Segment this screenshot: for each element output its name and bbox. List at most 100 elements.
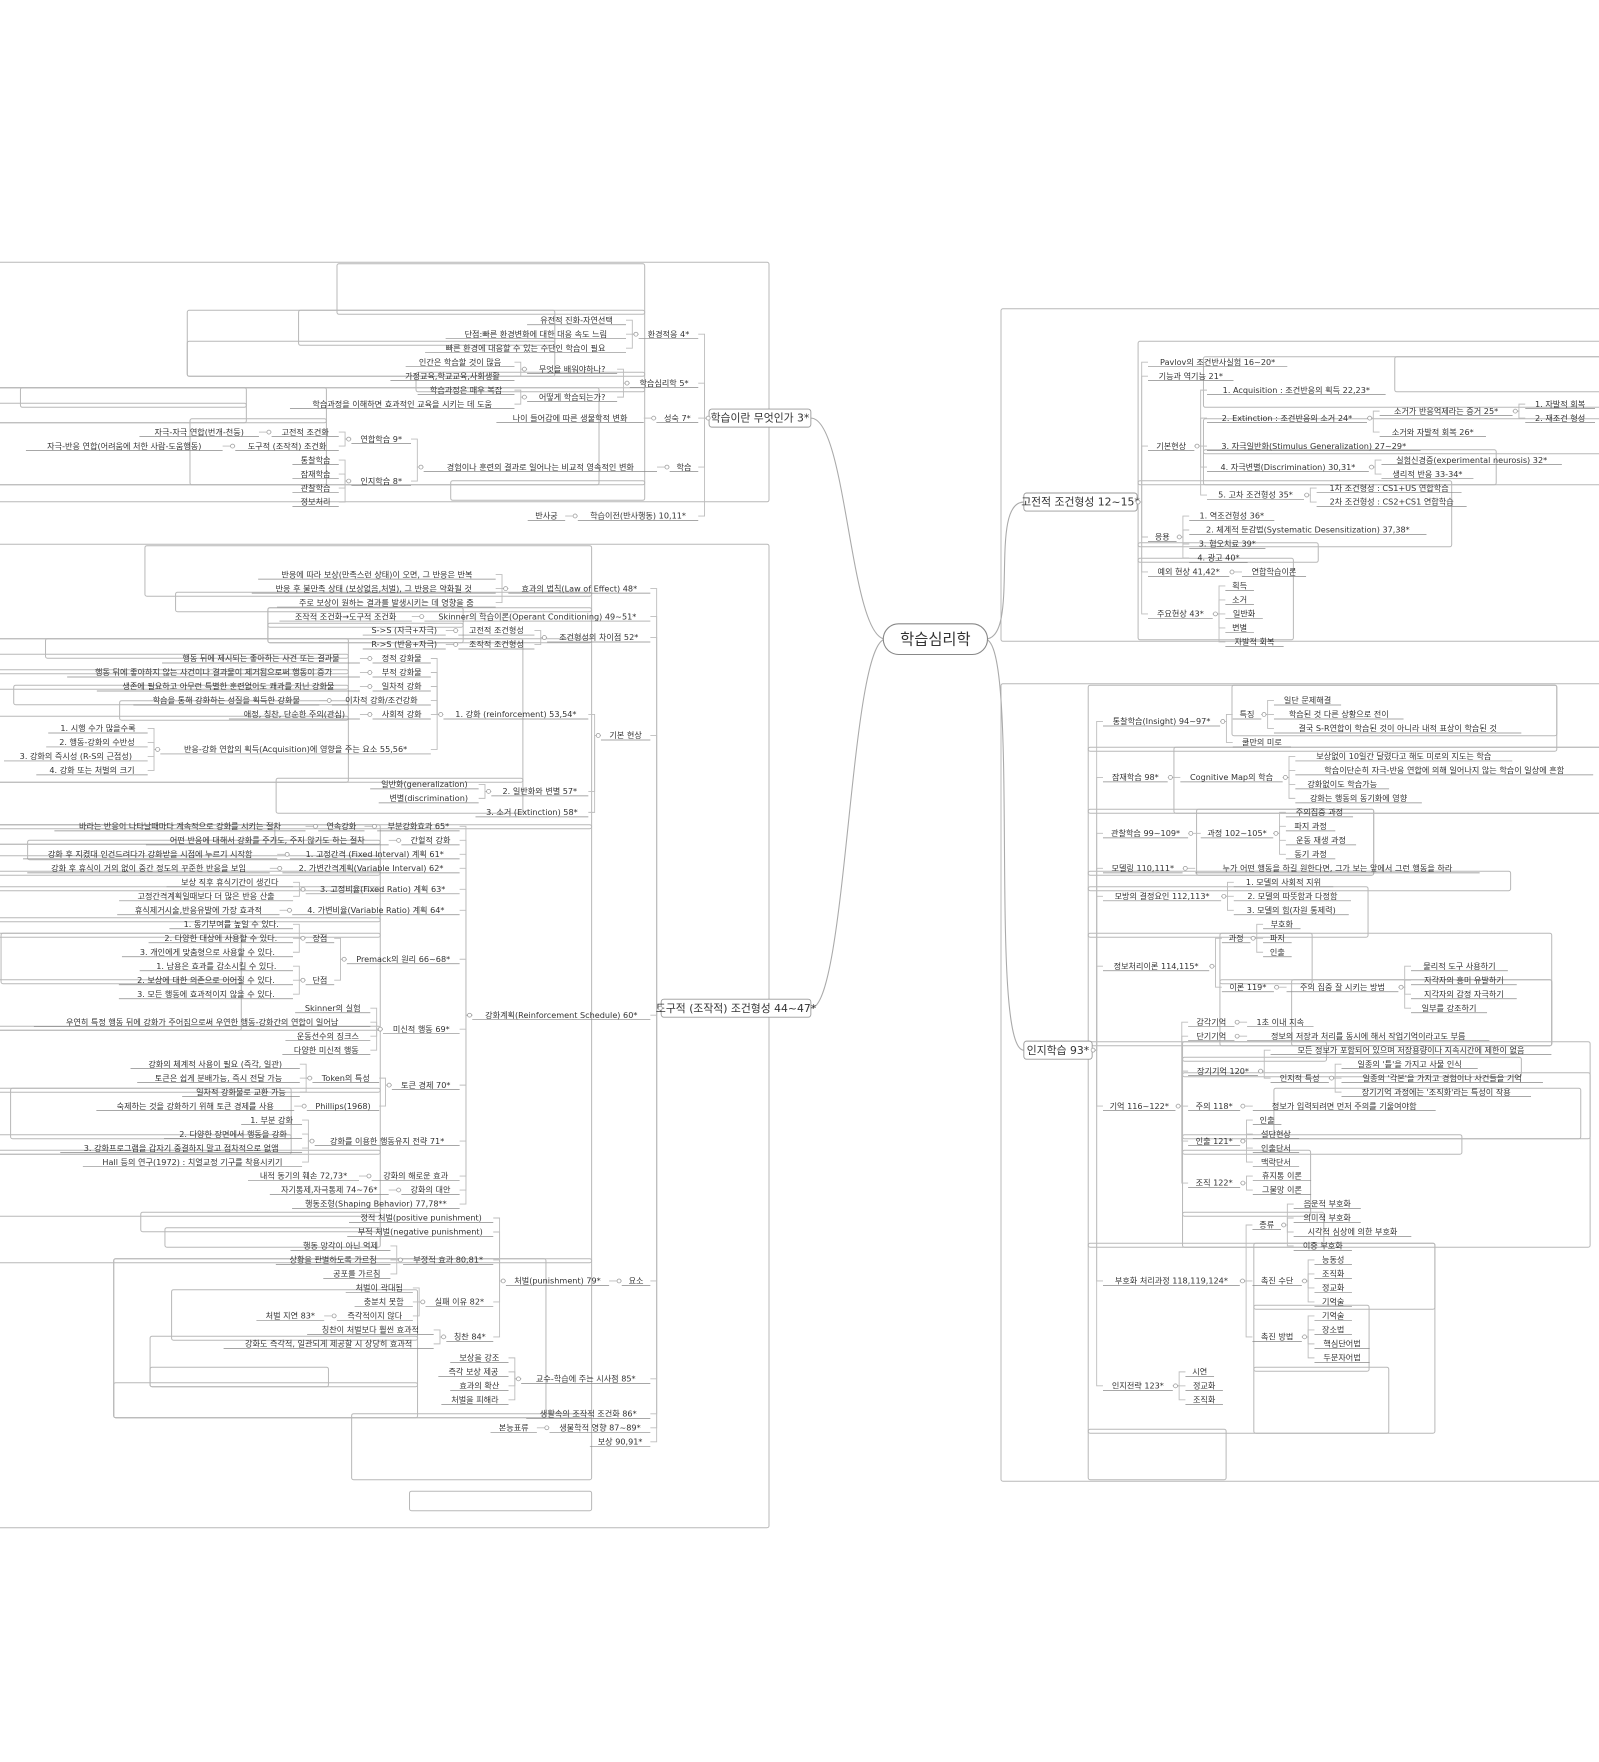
node-가정교육-학교교육-사회생활[interactable]: 가정교육,학교교육,사회생활 (390, 371, 515, 382)
node-강화의-체계적-사용이-필요-즉각-일관[interactable]: 강화의 체계적 사용이 필요 (즉각, 일관) (130, 1059, 300, 1070)
collapse-toggle-icon[interactable] (230, 443, 235, 449)
collapse-toggle-icon[interactable] (1175, 1103, 1181, 1109)
collapse-toggle-icon[interactable] (300, 977, 306, 983)
node-정보의-저장과-처리를-동시에-해서-작업기억이라고도-부름[interactable]: 정보의 저장과 처리를 동시에 해서 작업기억이라고도 부름 (1247, 1031, 1490, 1042)
node-3-자극일반화-stimulus-generalization-27-29[interactable]: 3. 자극일반화(Stimulus Generalization) 27~29* (1206, 441, 1421, 451)
collapse-toggle-icon[interactable] (313, 824, 318, 829)
node-통찰학습[interactable]: 통찰학습 (292, 455, 339, 465)
collapse-toggle-icon[interactable] (486, 789, 491, 794)
node-결국-s-r연합이-학습된-것이-아니라-내적-표상이-학습된-것[interactable]: 결국 S-R연합이 학습된 것이 아니라 내적 표상이 학습된 것 (1273, 723, 1522, 734)
collapse-toggle-icon[interactable] (1512, 408, 1518, 414)
node-3-혐오치료-39[interactable]: 3. 혐오치료 39* (1189, 539, 1266, 549)
node-s-s-자극-자극[interactable]: S->S (자극+자극) (362, 625, 446, 636)
node-인출-121[interactable]: 인출 121* (1188, 1136, 1246, 1146)
node-일반화[interactable]: 일반화 (1225, 609, 1263, 619)
collapse-toggle-icon[interactable] (300, 935, 306, 941)
collapse-toggle-icon[interactable] (309, 1138, 315, 1144)
node-hall-등의-연구-1972-치열교정-기구를-착용시키기[interactable]: Hall 등의 연구(1972) : 치열교정 기구를 착용시키기 (82, 1157, 303, 1167)
node-학습심리학-5[interactable]: 학습심리학 5* (624, 378, 699, 389)
node-처벌-punishment-79[interactable]: 처벌(punishment) 79* (500, 1276, 610, 1286)
node-강화없이도-학습가능[interactable]: 강화없이도 학습가능 (1295, 779, 1390, 790)
node-부호화[interactable]: 부호화 (1263, 919, 1301, 930)
node-2차-조건형성-cs2-cs1-연합학습[interactable]: 2차 조건형성 : CS2+CS1 연합학습 (1316, 497, 1467, 507)
node-2-행동-강화의-수반성[interactable]: 2. 행동-강화의 수반성 (46, 737, 148, 748)
node-정보처리이론-114-115[interactable]: 정보처리이론 114,115* (1102, 961, 1215, 972)
node-시연[interactable]: 시연 (1185, 1367, 1215, 1377)
node-빠른-환경에-대응할-수-있는-수단인-학습이-필요[interactable]: 빠른 환경에 대응할 수 있는 수단인 학습이 필요 (425, 343, 627, 354)
node-부분강화효과-65[interactable]: 부분강화효과 65* (372, 821, 460, 832)
node-관찰학습-99-109[interactable]: 관찰학습 99~109* (1102, 828, 1194, 839)
node-정적-처벌-positive-punishment[interactable]: 정적 처벌(positive punishment) (349, 1213, 494, 1223)
node-token의-특성[interactable]: Token의 특성 (307, 1073, 380, 1084)
collapse-toggle-icon[interactable] (420, 1299, 426, 1305)
node-관찰학습[interactable]: 관찰학습 (292, 483, 339, 493)
node-1초-이내-지속[interactable]: 1초 이내 지속 (1247, 1017, 1314, 1028)
node-과정-102-105[interactable]: 과정 102~105* (1200, 828, 1279, 839)
node-반응-후-불만족-상태-보상없음-처벌-그-반응은-약화될-것[interactable]: 반응 후 불만족 상태 (보상없음,처벌), 그 반응은 약화될 것 (251, 583, 496, 594)
collapse-toggle-icon[interactable] (331, 1313, 337, 1319)
collapse-toggle-icon[interactable] (1234, 1019, 1240, 1025)
node-실험신경증-experimental-neurosis-32[interactable]: 실험신경증(experimental neurosis) 32* (1381, 455, 1562, 465)
node-행동-뒤에-좋아하지-않는-사건이나-결과물이-제거됨으로써-행동이-증가[interactable]: 행동 뒤에 좋아하지 않는 사건이나 결과물이 제거됨으로써 행동이 증가 (67, 667, 360, 678)
node-나이-들어감에-따른-생물학적-변화[interactable]: 나이 들어감에 따른 생물학적 변화 (496, 413, 644, 423)
node-인출[interactable]: 인출 (1252, 1115, 1282, 1125)
node-3-강화프로그램을-갑자기-중결하지-말고-점차적으로-없앰[interactable]: 3. 강화프로그램을 갑자기 중결하지 말고 점차적으로 없앰 (60, 1143, 303, 1153)
node-주의집중-과정[interactable]: 주의집중 과정 (1285, 807, 1354, 818)
node-일차적-강화[interactable]: 일차적 강화 (367, 681, 431, 692)
node-skinner의-실험[interactable]: Skinner의 실험 (295, 1003, 371, 1014)
node-premack의-원리-66-68[interactable]: Premack의 원리 66~68* (341, 954, 460, 965)
node-운동선수의-징크스[interactable]: 운동선수의 징크스 (285, 1031, 371, 1042)
node-일종의-각본-을-가지고-경험이나-사건들을-기억[interactable]: 일종의 '각본'을 가지고 경험이나 사건들을 기억 (1341, 1073, 1543, 1084)
collapse-toggle-icon[interactable] (307, 1075, 313, 1081)
node-일차적-강화물로-교환-가능[interactable]: 일차적 강화물로 교환 가능 (182, 1087, 300, 1097)
node-파지[interactable]: 파지 (1263, 933, 1292, 944)
node-강화의-해로운-효과[interactable]: 강화의 해로운 효과 (366, 1171, 460, 1181)
node-처벌-지연-83[interactable]: 처벌 지연 83* (256, 1311, 325, 1321)
node-바라는-반응이-나타날때마다-계속적으로-강화를-시키는-절차[interactable]: 바라는 반응이 나타날때마다 계속적으로 강화를 시키는 절차 (54, 821, 306, 832)
node-2-모델의-따뜻함과-다정함[interactable]: 2. 모델의 따뜻함과 다정함 (1233, 891, 1352, 902)
node-칭찬-84[interactable]: 칭찬 84* (441, 1332, 494, 1342)
collapse-toggle-icon[interactable] (277, 865, 283, 871)
node-학습이단순히-자극-반응-연합에-의해-일어나지-않는-학습이-일상에-흔함[interactable]: 학습이단순히 자극-반응 연합에 의해 일어나지 않는 학습이 일상에 흔함 (1295, 765, 1594, 776)
collapse-toggle-icon[interactable] (367, 712, 373, 717)
collapse-toggle-icon[interactable] (284, 851, 290, 857)
node-효과의-법칙-law-of-effect-48[interactable]: 효과의 법칙(Law of Effect) 48* (503, 583, 651, 594)
collapse-toggle-icon[interactable] (453, 642, 459, 647)
collapse-toggle-icon[interactable] (1367, 415, 1373, 421)
node-예외-현상-41-42[interactable]: 예외 현상 41,42* (1147, 567, 1235, 577)
collapse-toggle-icon[interactable] (441, 1334, 446, 1340)
node-교수-학습에-주는-시사점-85[interactable]: 교수-학습에 주는 시사점 85* (516, 1374, 651, 1384)
node-음운적-부호화[interactable]: 음운적 부호화 (1293, 1199, 1361, 1209)
collapse-toggle-icon[interactable] (1281, 1222, 1287, 1228)
node-일부를-강조하기[interactable]: 일부를 강조하기 (1411, 1003, 1488, 1014)
collapse-toggle-icon[interactable] (341, 956, 347, 962)
node-휴식제거시술-반응유발에-가장-효과적[interactable]: 휴식제거시술,반응유발에 가장 효과적 (117, 905, 280, 916)
node-학습과정은-매우-복잡[interactable]: 학습과정은 매우 복잡 (417, 385, 515, 396)
node-2-보상에-대한-의존으로-이어질-수-있다[interactable]: 2. 보상에 대한 의존으로 이어질 수 있다. (118, 975, 293, 986)
node-학습된-것-다른-상황으로-전이[interactable]: 학습된 것 다른 상황으로 전이 (1273, 709, 1404, 720)
collapse-toggle-icon[interactable] (1302, 1278, 1307, 1284)
node-획득[interactable]: 획득 (1225, 581, 1254, 591)
collapse-toggle-icon[interactable] (1135, 499, 1141, 505)
node-도구적-조작적-조건화[interactable]: 도구적 (조작적) 조건화 (230, 441, 339, 451)
node-보상-90-91[interactable]: 보상 90,91* (589, 1437, 651, 1447)
node-pavlov의-조건반사실험-16-20[interactable]: Pavlov의 조건반사실험 16~20* (1147, 357, 1288, 368)
collapse-toggle-icon[interactable] (301, 1103, 307, 1109)
node-인출단서[interactable]: 인출단서 (1252, 1143, 1300, 1153)
node-단점-빠른-환경변화에-대한-대응-속도-느림[interactable]: 단점:빠른 환경변화에 대한 대응 속도 느림 (445, 329, 627, 340)
node-4-강화-또는-처벌의-크기[interactable]: 4. 강화 또는 처벌의 크기 (36, 765, 148, 776)
node-강화는-행동의-동기화에-영향[interactable]: 강화는 행동의 동기화에 영향 (1295, 793, 1422, 804)
node-학습과정을-이해하면-효과적인-교육을-시키는-데-도움[interactable]: 학습과정을 이해하면 효과적인 교육을 시키는 데 도움 (289, 399, 515, 409)
node-4-자극변별-discrimination-30-31[interactable]: 4. 자극변별(Discrimination) 30,31* (1206, 462, 1374, 472)
collapse-toggle-icon[interactable] (1090, 1047, 1096, 1053)
node-조작적-조건화-도구적-조건화[interactable]: 조작적 조건화→도구적 조건화 (279, 611, 412, 622)
node-부적-강화물[interactable]: 부적 강화물 (367, 667, 431, 678)
node-잠재학습-98[interactable]: 잠재학습 98* (1102, 772, 1173, 783)
collapse-toggle-icon[interactable] (522, 366, 527, 372)
node-보상없이-10일간-달렸다고-해도-미로의-지도는-학습[interactable]: 보상없이 10일간 달렸다고 해도 미로의 지도는 학습 (1295, 751, 1513, 762)
node-인출[interactable]: 인출 (1263, 947, 1292, 958)
node-생존에-필요하고-아무런-특별한-훈련없이도-쾌과를-지닌-강화물[interactable]: 생존에 필요하고 아무런 특별한 훈련없이도 쾌과를 지닌 강화물 (96, 681, 360, 692)
node-반응-강화-연합의-획득-acquisition-에-영향을-주는-요소-55-56[interactable]: 반응-강화 연합의 획득(Acquisition)에 영향을 주는 요소 55,… (155, 744, 431, 755)
collapse-toggle-icon[interactable] (522, 394, 527, 400)
collapse-toggle-icon[interactable] (1304, 492, 1310, 498)
